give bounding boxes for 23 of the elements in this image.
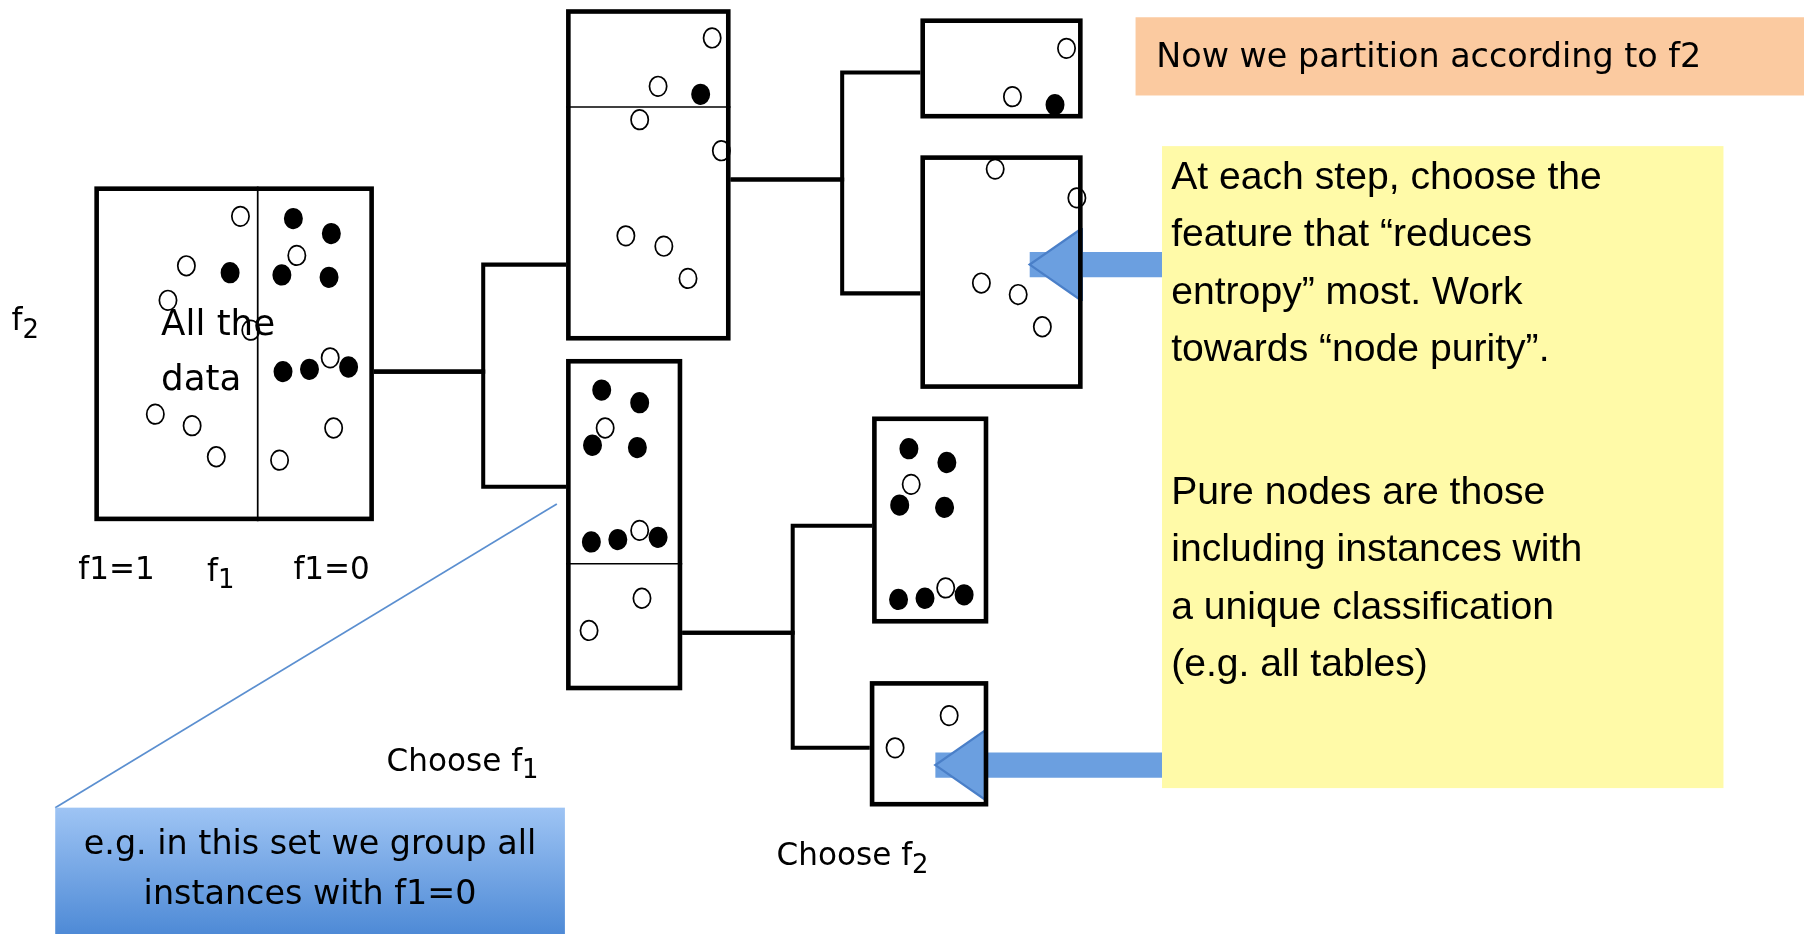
axis-label: f$_{1}$ [207,552,235,595]
axis-label: Choose f$_{2}$ [776,836,929,879]
leader-line [54,503,558,809]
note-paragraph: Pure nodes are those including instances with a unique classification (e.g. all tables) [1171,467,1584,687]
data-partition-box [566,358,683,691]
tree-connector [373,369,567,489]
data-partition-box [920,18,1083,119]
note-banner [1135,17,1804,96]
callout-text: e.g. in this set we group all instances with f1=0 [82,821,538,915]
tree-connector [682,630,870,750]
axis-label: f1=0 [293,549,370,586]
data-partition-box [94,186,374,522]
data-partition-box [566,9,731,341]
data-partition-box [869,681,989,807]
note-paragraph: At each step, choose the feature that “reduces entropy” most. Work towards “node purity”. [1171,152,1603,372]
note-text: Now we partition according to f2 [1156,35,1702,75]
callout-box [55,807,565,934]
data-partition-box [872,416,989,624]
axis-label: f1=1 [78,549,155,586]
axis-label: f$_{2}$ [11,301,39,344]
note-panel [1162,146,1724,789]
tree-connector [730,177,921,296]
axis-label: Choose f$_{1}$ [386,742,539,784]
